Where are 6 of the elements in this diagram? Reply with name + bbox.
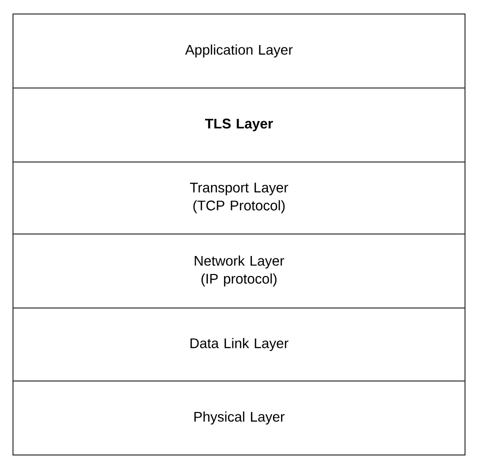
layer-box: Physical Layer (12, 380, 466, 456)
layer-box: Application Layer (12, 14, 466, 88)
layer-box: Data Link Layer (12, 307, 466, 382)
layer-box: Transport Layer (TCP Protocol) (12, 161, 466, 234)
layer-box: Network Layer (IP protocol) (12, 233, 466, 308)
layer-box: TLS Layer (12, 87, 466, 162)
